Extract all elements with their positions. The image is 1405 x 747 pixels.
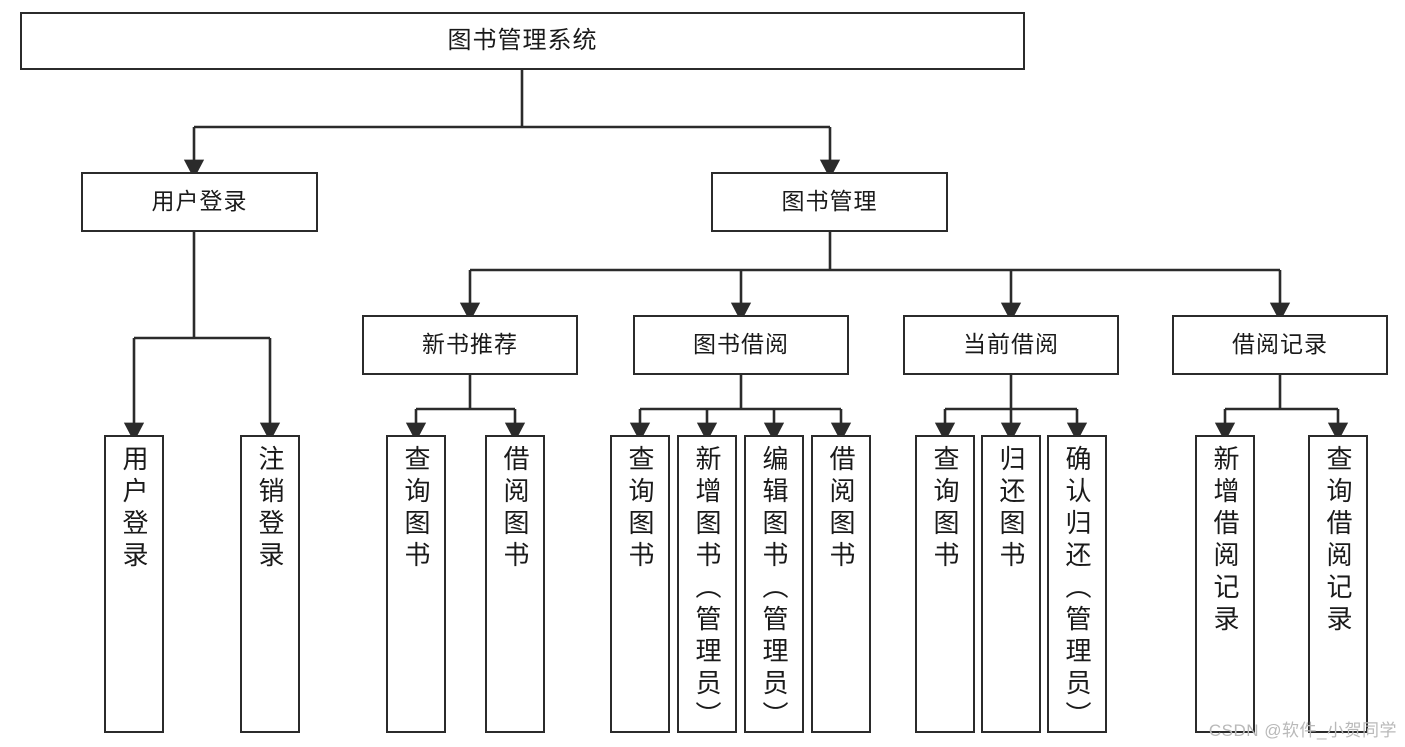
node-current-borrow[interactable]: 当前借阅 — [903, 315, 1119, 375]
node-leaf-query-book-borrow[interactable]: 查询图书 — [610, 435, 670, 733]
node-label: 用户登录 — [119, 445, 149, 573]
node-book-management[interactable]: 图书管理 — [711, 172, 948, 232]
node-label: 图书借阅 — [693, 331, 789, 358]
node-leaf-add-book-admin[interactable]: 新增图书（管理员） — [677, 435, 737, 733]
node-leaf-confirm-return-admin[interactable]: 确认归还（管理员） — [1047, 435, 1107, 733]
node-leaf-query-book-current[interactable]: 查询图书 — [915, 435, 975, 733]
node-leaf-borrow-book[interactable]: 借阅图书 — [811, 435, 871, 733]
node-label: 借阅图书 — [826, 445, 856, 573]
node-label: 归还图书 — [996, 445, 1026, 573]
node-label: 确认归还（管理员） — [1062, 445, 1092, 733]
node-label: 用户登录 — [151, 188, 248, 215]
node-user-login[interactable]: 用户登录 — [81, 172, 318, 232]
node-label: 新增借阅记录 — [1210, 445, 1240, 637]
node-new-book-recommend[interactable]: 新书推荐 — [362, 315, 578, 375]
node-label: 查询图书 — [625, 445, 655, 573]
node-leaf-return-book[interactable]: 归还图书 — [981, 435, 1041, 733]
node-label: 借阅记录 — [1232, 331, 1328, 358]
node-label: 图书管理 — [781, 188, 878, 215]
node-label: 新书推荐 — [422, 331, 518, 358]
node-label: 新增图书（管理员） — [692, 445, 722, 733]
node-label: 查询图书 — [401, 445, 431, 573]
node-leaf-user-login[interactable]: 用户登录 — [104, 435, 164, 733]
node-label: 查询借阅记录 — [1323, 445, 1353, 637]
node-leaf-edit-book-admin[interactable]: 编辑图书（管理员） — [744, 435, 804, 733]
node-label: 借阅图书 — [500, 445, 530, 573]
watermark-text: CSDN @软件_小贺同学 — [1208, 721, 1397, 740]
node-label: 注销登录 — [255, 445, 285, 573]
node-leaf-add-borrow-record[interactable]: 新增借阅记录 — [1195, 435, 1255, 733]
node-root-system[interactable]: 图书管理系统 — [20, 12, 1025, 70]
node-label: 编辑图书（管理员） — [759, 445, 789, 733]
node-label: 查询图书 — [930, 445, 960, 573]
node-leaf-query-book-recommend[interactable]: 查询图书 — [386, 435, 446, 733]
node-borrow-record[interactable]: 借阅记录 — [1172, 315, 1388, 375]
node-leaf-logout[interactable]: 注销登录 — [240, 435, 300, 733]
node-label: 图书管理系统 — [447, 26, 598, 54]
node-leaf-borrow-book-recommend[interactable]: 借阅图书 — [485, 435, 545, 733]
node-label: 当前借阅 — [963, 331, 1059, 358]
node-book-borrow[interactable]: 图书借阅 — [633, 315, 849, 375]
node-leaf-query-borrow-record[interactable]: 查询借阅记录 — [1308, 435, 1368, 733]
